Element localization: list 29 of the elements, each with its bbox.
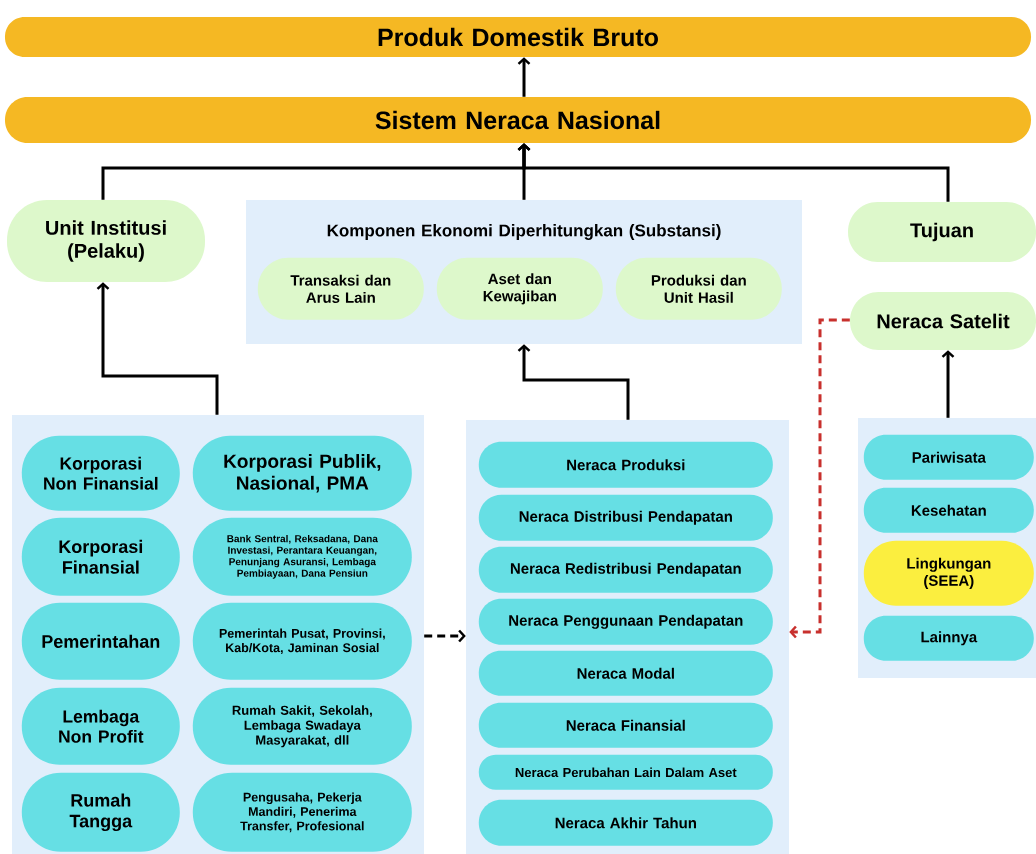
rounded-box: Pemerintahan [21,602,180,680]
rounded-box: Neraca Produksi [478,441,773,488]
panel-heading: Komponen Ekonomi Diperhitungkan (Substansi) [327,224,721,240]
rounded-box: Neraca Distribusi Pendapatan [478,494,773,541]
rounded-box: Tujuan [848,202,1036,262]
arrow [517,143,950,202]
arrow [517,57,531,97]
arrow [96,282,219,415]
rounded-box: Lainnya [863,615,1034,661]
rounded-box: Korporasi Non Finansial [21,435,180,511]
banner: Sistem Neraca Nasional [5,97,1031,143]
rounded-box: Neraca Akhir Tahun [478,799,773,846]
title-banner: Produk Domestik Bruto [5,17,1031,57]
rounded-box: Korporasi Finansial [21,517,180,596]
rounded-box: Kesehatan [863,487,1034,533]
arrow [789,318,850,639]
rounded-box: Neraca Perubahan Lain Dalam Aset [478,754,773,790]
rounded-box: Neraca Redistribusi Pendapatan [478,546,773,593]
arrow [941,350,955,418]
arrow [424,629,466,643]
arrow [517,344,630,420]
rounded-box: Rumah Tangga [21,772,180,852]
rounded-box: Neraca Penggunaan Pendapatan [478,598,773,645]
rounded-box: Lembaga Non Profit [21,687,180,765]
rounded-box: Neraca Finansial [478,702,773,748]
rounded-box: Neraca Modal [478,650,773,696]
rounded-box: Unit Institusi (Pelaku) [7,200,205,282]
rounded-box: Pariwisata [863,434,1034,480]
rounded-box: Neraca Satelit [850,292,1036,350]
